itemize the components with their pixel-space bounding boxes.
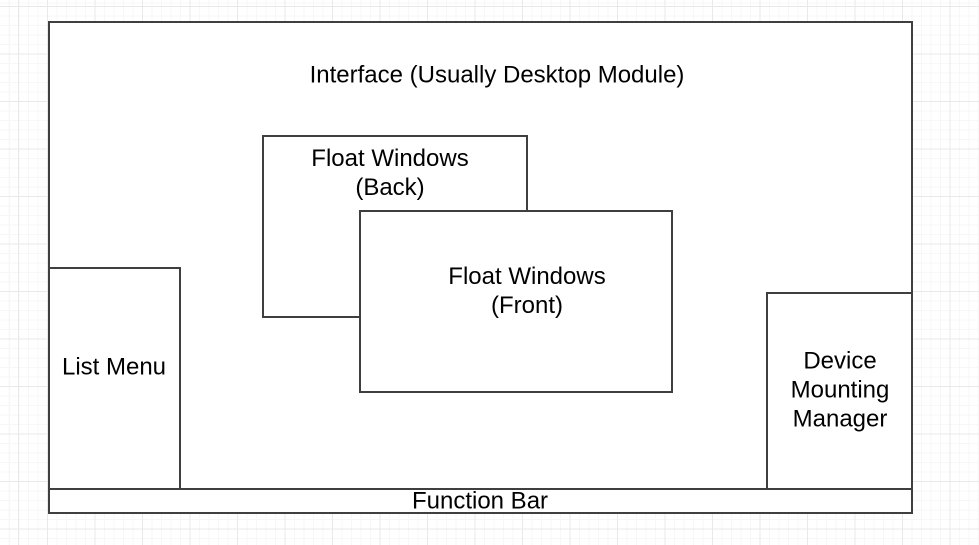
float-windows-front-label: Float Windows (Front) <box>448 262 605 320</box>
float-windows-front-label-line2: (Front) <box>490 292 563 319</box>
device-mounting-manager-label: Device Mounting Manager <box>791 347 890 434</box>
function-bar-box <box>48 488 913 514</box>
float-windows-front-box <box>359 210 673 393</box>
function-bar-label: Function Bar <box>411 487 549 515</box>
float-windows-back-label-line1: Float Windows <box>311 145 469 172</box>
device-mounting-manager-label-line1: Device <box>803 347 877 375</box>
device-mounting-manager-label-line3: Manager <box>792 405 888 433</box>
device-mounting-manager-box <box>766 292 913 490</box>
list-menu-box <box>48 267 181 490</box>
float-windows-back-label-line2: (Back) <box>355 174 425 201</box>
interface-title: Interface (Usually Desktop Module) <box>309 61 685 89</box>
list-menu-label: List Menu <box>61 353 167 381</box>
float-windows-front-label-line1: Float Windows <box>448 263 606 290</box>
device-mounting-manager-label-line2: Mounting <box>790 376 890 404</box>
float-windows-back-label: Float Windows (Back) <box>311 144 468 202</box>
